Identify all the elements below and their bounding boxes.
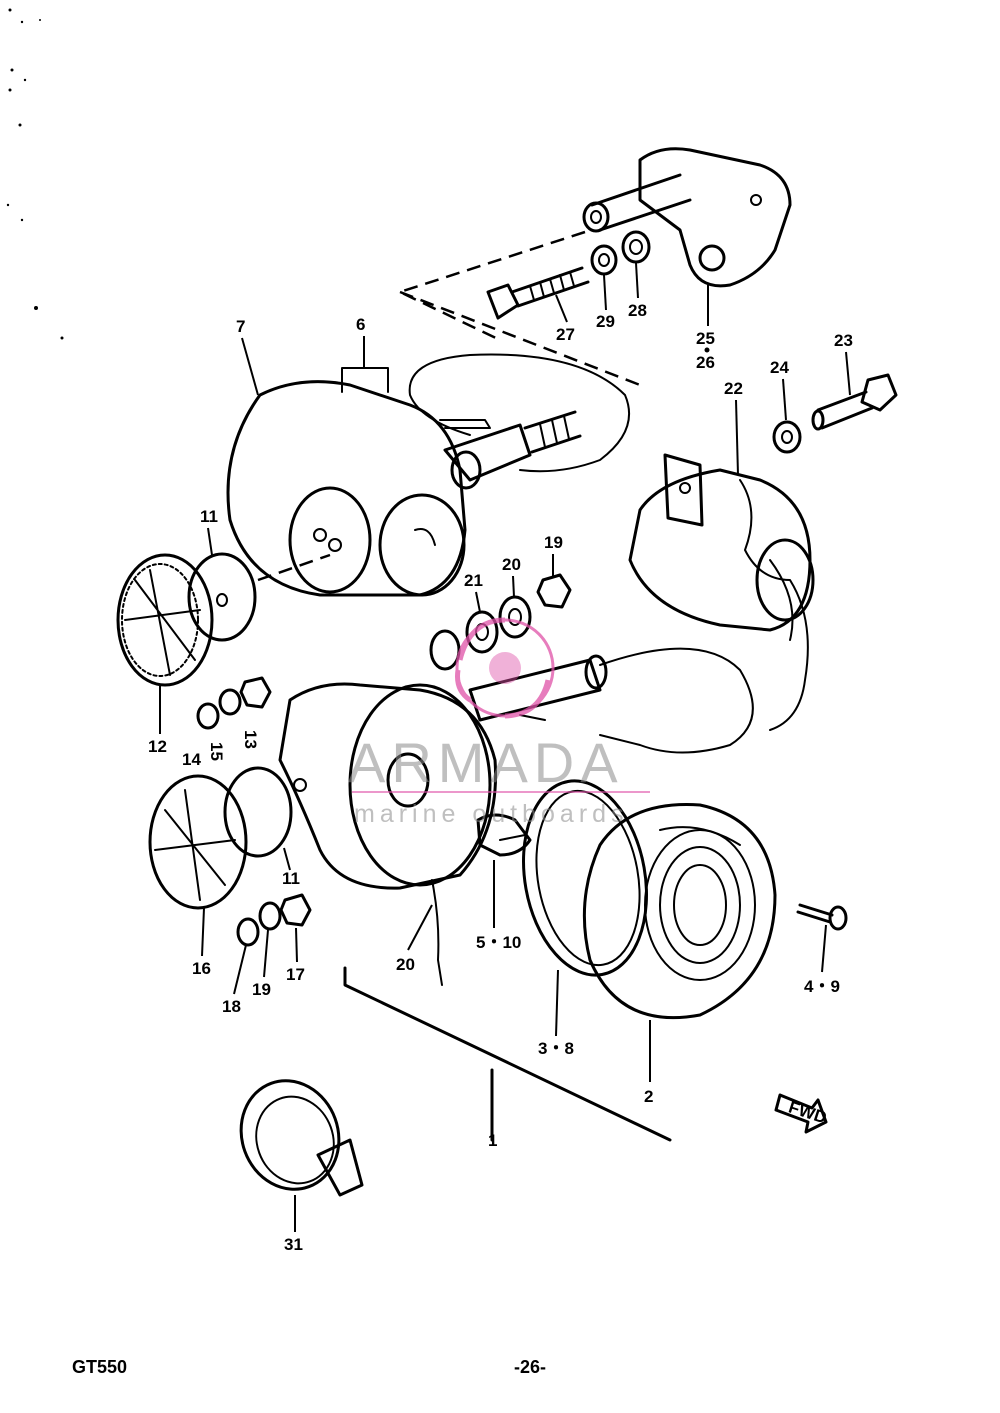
washer-31 [590,244,618,276]
callout-6: 6 [356,315,365,334]
washer-26 [772,420,802,454]
callout-13: 13 [241,730,260,749]
callout-23: 21 [464,571,483,590]
bolt-29 [486,266,590,320]
callout-16: 16 [192,959,211,978]
callout-30: 28 [628,301,647,320]
callout-labels: 7 6 27 29 28 25 26 23 24 22 11 19 20 21 … [148,262,853,1254]
callout-12: 12 [148,737,167,756]
callout-20: 20 [396,955,415,974]
screw-4-9 [796,903,848,931]
assembly-bracket-1 [343,966,672,1142]
turn-signal-lens-2 [582,803,777,1020]
callout-24: 22 [724,379,743,398]
callout-17: 17 [286,965,305,984]
watermark-brand: ARMADA [348,731,624,794]
callout-25: 23 [834,331,853,350]
bulb-5-10 [476,813,532,857]
callout-18: 18 [222,997,241,1016]
callout-3-8: 3・8 [538,1039,574,1058]
callout-21: 19 [544,533,563,552]
model-label: GT550 [72,1357,127,1377]
clamp-32 [239,1079,364,1197]
callout-14: 14 [182,750,201,769]
washer-extra [429,629,461,671]
callout-2: 2 [644,1087,653,1106]
turn-signal-housing-7 [226,353,631,597]
callout-4-9: 4・9 [804,977,840,996]
nut-17 [279,893,312,927]
callout-7: 7 [236,317,245,336]
bolt-25 [811,373,898,431]
axis-dash-upper [257,553,331,582]
washer-15 [218,688,242,716]
callout-32: 31 [284,1235,303,1254]
reflector-16 [148,774,248,910]
washer-18 [236,917,260,947]
washer-14 [196,702,220,730]
callout-5-10: 5・10 [476,933,521,952]
callout-27: 25 [696,329,715,348]
callout-19: 19 [252,980,271,999]
page-number: -26- [514,1357,546,1377]
scan-specks [6,8,64,340]
nut-21 [536,573,572,609]
callout-15: 15 [207,742,226,761]
watermark-logo-icon [455,617,555,719]
flasher-relay-24 [628,453,815,731]
watermark-tagline: marine outboards [354,800,629,828]
reflector-12 [116,553,214,687]
forward-arrow-icon: FWD [774,1093,829,1134]
turn-signal-base [278,647,754,890]
callout-1: 1 [488,1131,497,1150]
washer-19 [258,901,282,931]
washer-22 [498,595,532,639]
watermark: ARMADA marine outboards [348,617,650,828]
callout-11: 11 [200,507,218,526]
wire-20 [431,879,443,986]
callout-29: 27 [556,325,575,344]
callout-22: 20 [502,555,521,574]
callout-11b: 11 [282,869,300,888]
gasket-11 [187,552,257,642]
callout-28: 26 [696,353,715,372]
washer-30 [621,230,651,264]
gasket-11-lower [223,766,293,858]
assembly-dash-line [396,230,641,387]
nut-13 [239,676,272,709]
rear-bracket [582,147,792,288]
callout-31: 29 [596,312,615,331]
callout-26: 24 [770,358,789,377]
